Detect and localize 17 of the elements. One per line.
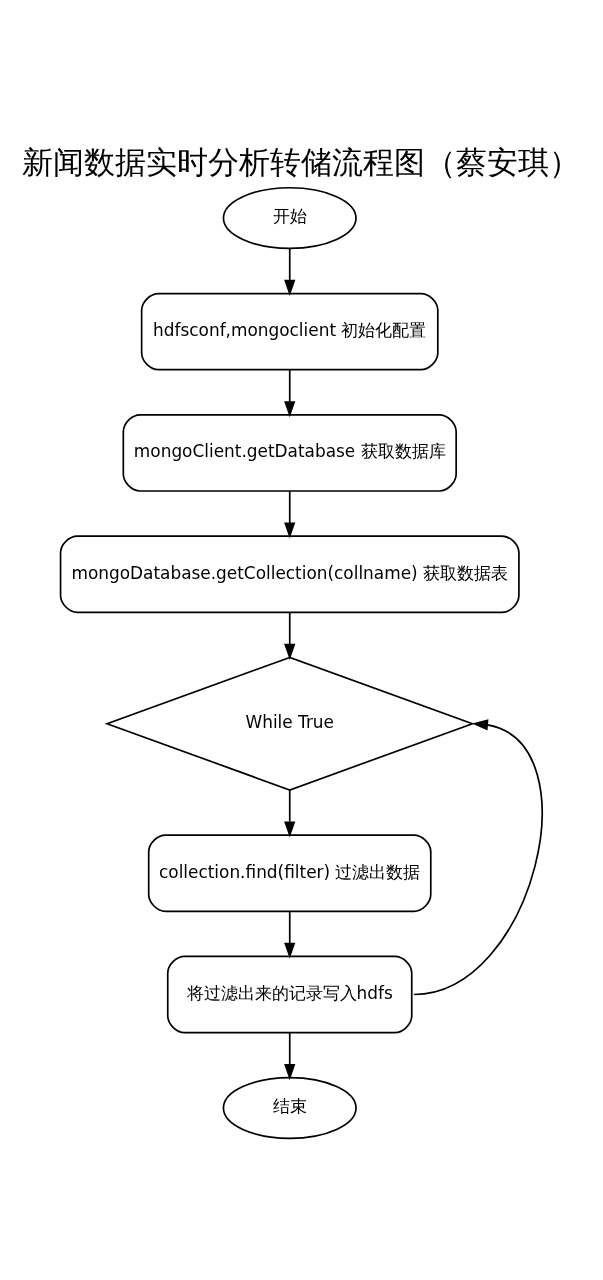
- node-diamond: While True: [104, 656, 475, 791]
- node-box: collection.find(filter) 过滤出数据: [147, 833, 432, 912]
- node-box: mongoClient.getDatabase 获取数据库: [122, 413, 457, 492]
- arrow: [284, 368, 296, 417]
- node-ellipse: 开始: [222, 186, 357, 249]
- diagram-title: 新闻数据实时分析转储流程图（蔡安琪）: [22, 143, 581, 180]
- arrow: [284, 611, 296, 660]
- arrow: [284, 910, 296, 959]
- arrow: [284, 788, 296, 837]
- arrow: [284, 247, 296, 296]
- node-box: hdfsconf,mongoclient 初始化配置: [140, 292, 439, 371]
- node-ellipse: 结束: [222, 1076, 357, 1139]
- arrow: [284, 489, 296, 539]
- arrow: [413, 718, 543, 995]
- node-box: mongoDatabase.getCollection(collname) 获取数据表: [59, 534, 520, 613]
- arrow: [284, 1031, 296, 1080]
- node-box: 将过滤出来的记录写入hdfs: [166, 955, 413, 1033]
